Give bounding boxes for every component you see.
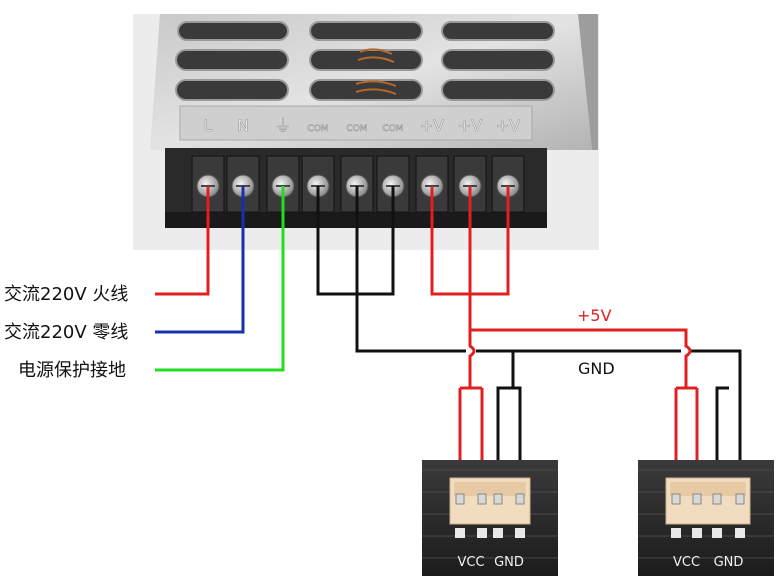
solder-pad xyxy=(515,528,525,538)
terminal-label: COM xyxy=(382,124,403,134)
terminal-label: COM xyxy=(307,124,328,134)
plus5v-bus-wire xyxy=(470,328,692,388)
led-module-1: VCC GND xyxy=(422,460,558,576)
neutral-wire xyxy=(155,186,245,334)
live-wire-label: 交流220V 火线 xyxy=(4,284,128,305)
solder-pad xyxy=(455,528,465,538)
psu-terminal-labels: L N ⏚ COM COM COM +V +V +V xyxy=(203,116,520,136)
connector-pin xyxy=(477,493,487,505)
earth-wire-label: 电源保护接地 xyxy=(18,360,126,381)
connector-pin xyxy=(735,493,745,505)
terminal-label: N xyxy=(237,116,249,135)
terminal-label: L xyxy=(204,116,213,135)
terminal-label: +V xyxy=(458,116,482,135)
led-modules: VCC GND VCC GND xyxy=(422,460,774,576)
plus5v-feed-wire xyxy=(468,186,476,388)
terminal-label: +V xyxy=(496,116,520,135)
solder-pad xyxy=(493,528,503,538)
connector-pin xyxy=(493,493,503,505)
power-supply: L N ⏚ COM COM COM +V +V +V xyxy=(133,14,599,250)
vcc-pin-label: VCC xyxy=(457,555,484,570)
connector-pin xyxy=(712,493,722,505)
solder-pad xyxy=(692,528,702,538)
live-wire xyxy=(155,186,210,296)
connector-pin xyxy=(455,493,465,505)
connector-pin xyxy=(671,493,681,505)
terminal-label: +V xyxy=(420,116,444,135)
connector-pin xyxy=(515,493,525,505)
earth-wire xyxy=(155,186,285,372)
gnd-pin-label: GND xyxy=(714,555,744,570)
solder-pad xyxy=(671,528,681,538)
gnd-pin-label: GND xyxy=(494,555,524,570)
led-module-2: VCC GND xyxy=(638,460,774,576)
terminal-label: ⏚ xyxy=(275,116,291,135)
psu-cover-side xyxy=(578,14,598,150)
connector-lip xyxy=(670,482,746,496)
solder-pad xyxy=(735,528,745,538)
gnd-bus-wire xyxy=(355,186,466,353)
neutral-wire-label: 交流220V 零线 xyxy=(4,322,128,343)
terminal-label: COM xyxy=(346,124,367,134)
psu-coil xyxy=(355,48,397,95)
module1-gnd-lead-a xyxy=(496,351,515,497)
gnd-bus-wire-end xyxy=(691,349,742,497)
gnd-bus-label: GND xyxy=(578,359,615,378)
solder-pad xyxy=(477,528,487,538)
connector-lip xyxy=(454,482,526,496)
psu-vent-slots xyxy=(175,21,555,101)
plus5v-bus-label: +5V xyxy=(577,306,612,325)
connector-pin xyxy=(692,493,702,505)
vcc-pin-label: VCC xyxy=(673,555,700,570)
psu-label-strip xyxy=(179,105,533,141)
solder-pad xyxy=(712,528,722,538)
